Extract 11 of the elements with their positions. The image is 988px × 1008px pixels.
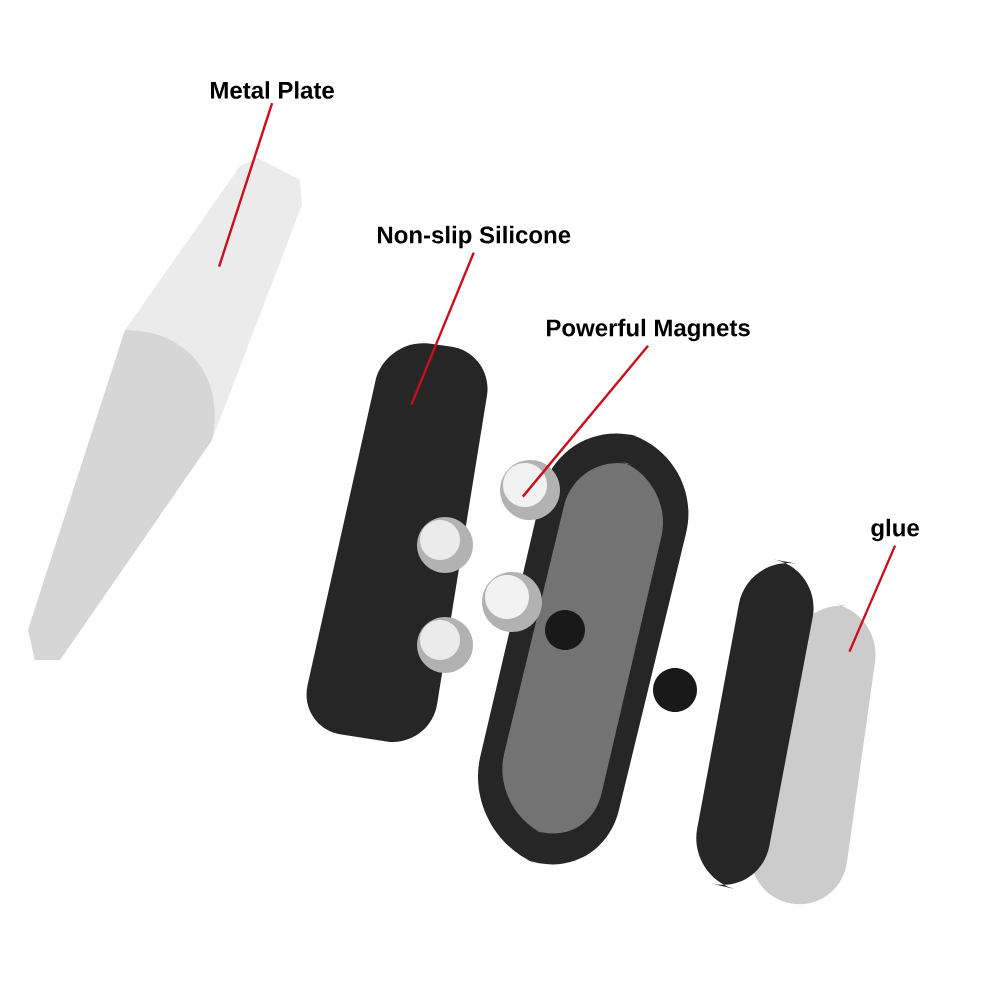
glue-pad-drawing (653, 559, 876, 905)
leader-line (217, 102, 274, 267)
part-label: glue (871, 518, 919, 542)
part-label: Non-slip Silicone (378, 225, 571, 249)
silicone-pad-drawing (306, 343, 488, 742)
leader-line (848, 545, 897, 653)
leader-line (410, 252, 475, 406)
part-label: Powerful Magnets (547, 318, 750, 342)
magnets-drawing (417, 433, 689, 865)
part-label: Metal Plate (211, 81, 334, 99)
metal-plate-drawing (28, 158, 302, 660)
